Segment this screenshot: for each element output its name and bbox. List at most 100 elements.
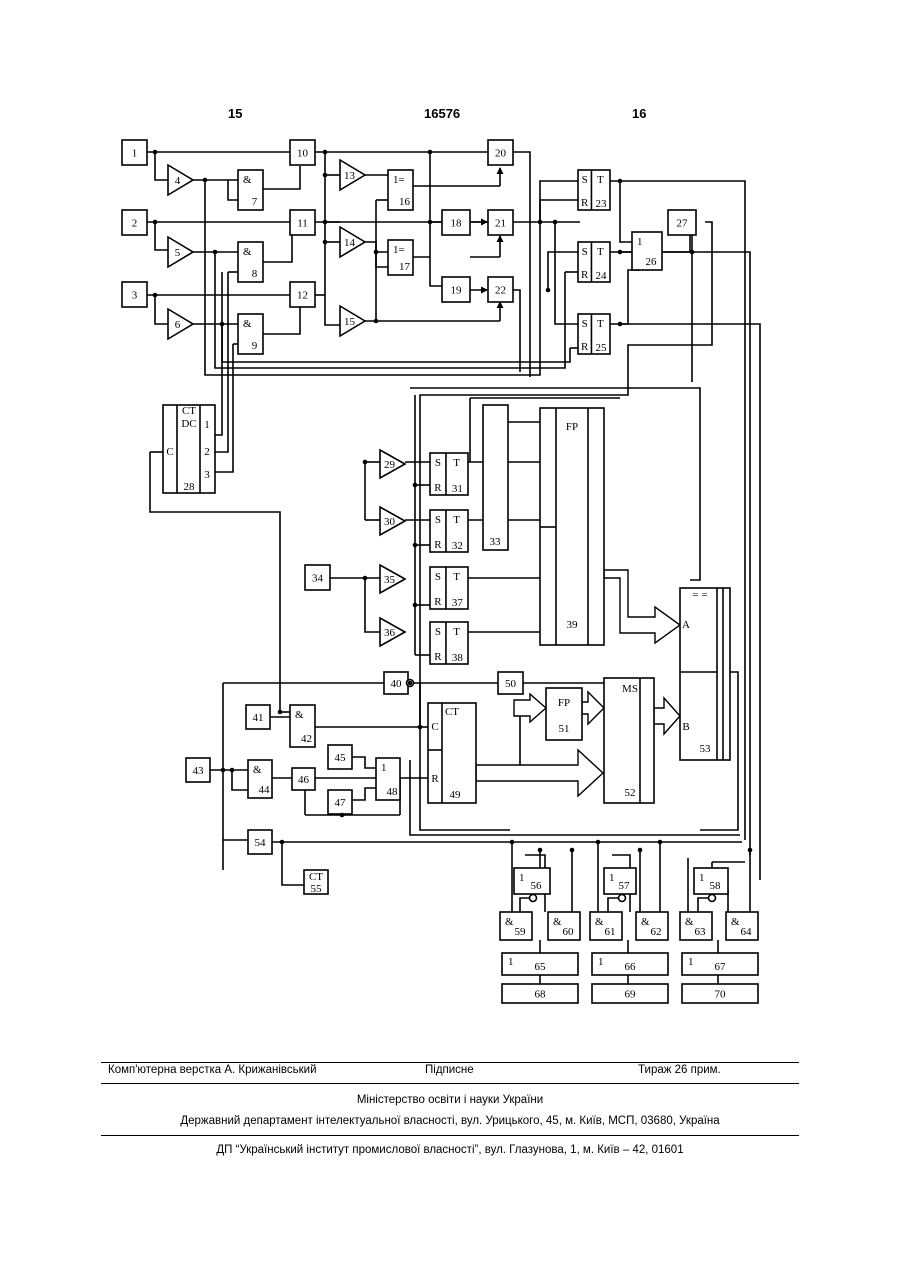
block-33: 33: [483, 405, 508, 550]
trigger-s: S: [582, 246, 588, 258]
block-label: 54: [255, 837, 267, 849]
block-12: 12: [290, 282, 315, 307]
footer-rule-top: [101, 1062, 799, 1063]
block-40: 40: [384, 672, 408, 694]
amplifier-label: 5: [175, 247, 181, 259]
register-title: FP: [566, 421, 578, 433]
amplifier-36: 36: [380, 618, 405, 646]
trigger-label: 32: [452, 540, 463, 552]
trigger-r: R: [581, 341, 589, 353]
amplifier-label: 36: [384, 627, 396, 639]
counter-label: 55: [311, 883, 323, 895]
block-50: 50: [498, 672, 523, 694]
gate-64: &64: [726, 912, 758, 940]
trigger-label: 24: [596, 270, 608, 282]
block-3: 3: [122, 282, 147, 307]
block-label: 22: [495, 285, 506, 297]
amplifier-15: 15: [340, 306, 365, 336]
block-19: 19: [442, 277, 470, 302]
trigger-23: SRT23: [578, 170, 610, 210]
trigger-t: T: [453, 571, 460, 583]
block-label: 18: [451, 218, 463, 230]
counter-49: CTCR49: [428, 703, 476, 803]
trigger-37: SRT37: [430, 567, 468, 609]
gate-8: &8: [238, 242, 263, 282]
gate-symbol: 1: [699, 872, 705, 884]
block-label: 33: [490, 536, 502, 548]
gate-symbol: 1: [519, 872, 525, 884]
amplifier-label: 29: [384, 459, 396, 471]
block-label: 68: [535, 989, 547, 1001]
gate-label: 59: [515, 926, 527, 938]
amplifier-14: 14: [340, 227, 365, 257]
trigger-t: T: [453, 514, 460, 526]
gate-symbol: 1: [598, 956, 604, 968]
block-21: 21: [488, 210, 513, 235]
trigger-r: R: [434, 651, 442, 663]
trigger-s: S: [582, 174, 588, 186]
trigger-label: 37: [452, 597, 464, 609]
comparator-title: = =: [692, 589, 707, 601]
trigger-s: S: [435, 457, 441, 469]
amplifier-label: 35: [384, 574, 396, 586]
gate-label: 26: [646, 256, 658, 268]
trigger-s: S: [435, 514, 441, 526]
gate-59: &59: [500, 912, 532, 940]
block-45: 45: [328, 745, 352, 769]
block-2: 2: [122, 210, 147, 235]
gate-symbol: &: [243, 246, 252, 258]
gate-9: &9: [238, 314, 263, 354]
gate-symbol: &: [731, 916, 740, 928]
signed-label: Підписне: [425, 1064, 474, 1076]
counter-title: CT: [445, 706, 459, 718]
block-46: 46: [292, 768, 315, 790]
amplifier-13: 13: [340, 160, 365, 190]
or-gate-67: 167: [682, 953, 758, 975]
department-line: Державний департамент інтелектуальної вл…: [101, 1115, 799, 1127]
trigger-label: 23: [596, 198, 608, 210]
gate-7: &7: [238, 170, 263, 210]
gate-62: &62: [636, 912, 668, 940]
block-34: 34: [305, 565, 330, 590]
counter-28: CTDCC12328: [163, 405, 215, 493]
trigger-label: 38: [452, 652, 464, 664]
multiplexer-label: 52: [625, 787, 636, 799]
gate-symbol: &: [243, 318, 252, 330]
amplifier-6: 6: [168, 309, 193, 339]
trigger-t: T: [597, 246, 604, 258]
gate-label: 16: [399, 196, 411, 208]
gate-42: &42: [290, 705, 315, 747]
block-54: 54: [248, 830, 272, 854]
amplifier-label: 6: [175, 319, 181, 331]
counter-title: DC: [181, 418, 196, 430]
gate-label: 9: [252, 340, 258, 352]
block-22: 22: [488, 277, 513, 302]
gate-26: 126: [632, 232, 662, 270]
counter-title: CT: [309, 871, 323, 883]
amplifier-label: 30: [384, 516, 396, 528]
gate-symbol: 1=: [393, 244, 405, 256]
gate-symbol: &: [243, 174, 252, 186]
footer-rule-middle: [101, 1083, 799, 1084]
gate-60: &60: [548, 912, 580, 940]
gate-label: 60: [563, 926, 575, 938]
or-gate-66: 1 66: [592, 953, 668, 975]
gate-label: 57: [619, 880, 631, 892]
gate-symbol: 1: [637, 236, 643, 248]
trigger-s: S: [435, 571, 441, 583]
trigger-t: T: [453, 626, 460, 638]
block-label: 43: [193, 765, 205, 777]
multiplexer-52: MS 52: [604, 678, 654, 803]
gate-16: 1=16: [388, 170, 413, 210]
gate-symbol: 1: [609, 872, 615, 884]
block-label: 40: [391, 678, 403, 690]
comparator-label: 53: [700, 743, 712, 755]
trigger-t: T: [597, 174, 604, 186]
gate-label: 66: [625, 961, 637, 973]
block-label: 1: [132, 148, 138, 160]
gate-label: 58: [710, 880, 722, 892]
block-47: 47: [328, 790, 352, 814]
multiplexer-title: MS: [622, 683, 638, 695]
counter-label: 49: [450, 789, 462, 801]
block-label: 50: [505, 678, 517, 690]
